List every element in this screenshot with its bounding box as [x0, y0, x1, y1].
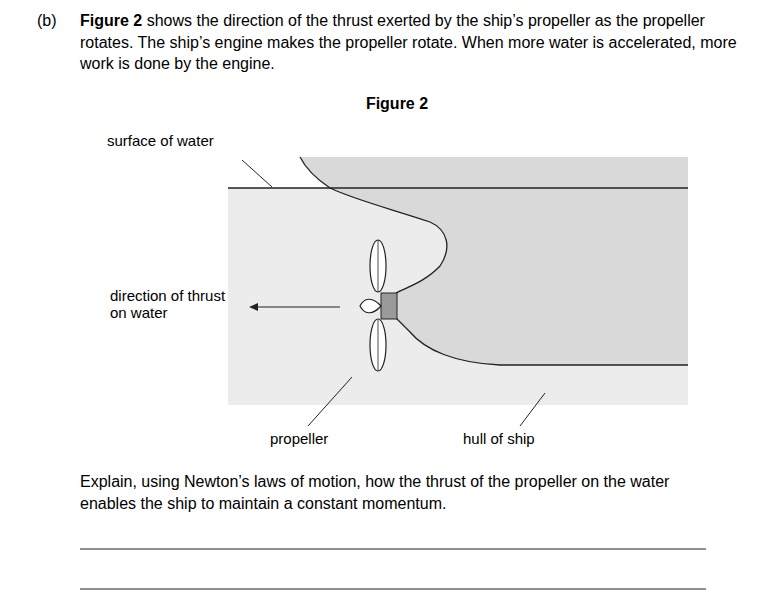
callout-label: surface of water [107, 132, 214, 149]
leader-line [242, 160, 272, 187]
figure-reference: Figure 2 [80, 12, 142, 29]
blade-edge [378, 320, 379, 370]
water-surface-line [228, 187, 688, 188]
callout-label: propeller [270, 430, 328, 447]
arrow-head [249, 303, 258, 311]
leader-line [308, 377, 352, 426]
question-text: Explain, using Newton’s laws of motion, … [80, 471, 720, 514]
propeller-blade [370, 240, 386, 292]
answer-line [80, 549, 706, 550]
leader-line [520, 393, 545, 426]
propeller-hub [381, 293, 397, 319]
blade-edge [378, 240, 379, 292]
callout-label: direction of thrust on water [110, 287, 228, 321]
question-text: shows the direction of the thrust exerte… [80, 12, 737, 72]
propeller-blade [360, 299, 381, 313]
answer-line [80, 589, 706, 590]
part-label: (b) [37, 10, 57, 32]
question-paragraph: Figure 2shows the direction of the thrus… [80, 10, 742, 75]
thrust-arrow [256, 306, 340, 307]
callout-label: hull of ship [463, 430, 535, 447]
propeller-blade [370, 319, 386, 371]
figure-title: Figure 2 [297, 93, 497, 115]
